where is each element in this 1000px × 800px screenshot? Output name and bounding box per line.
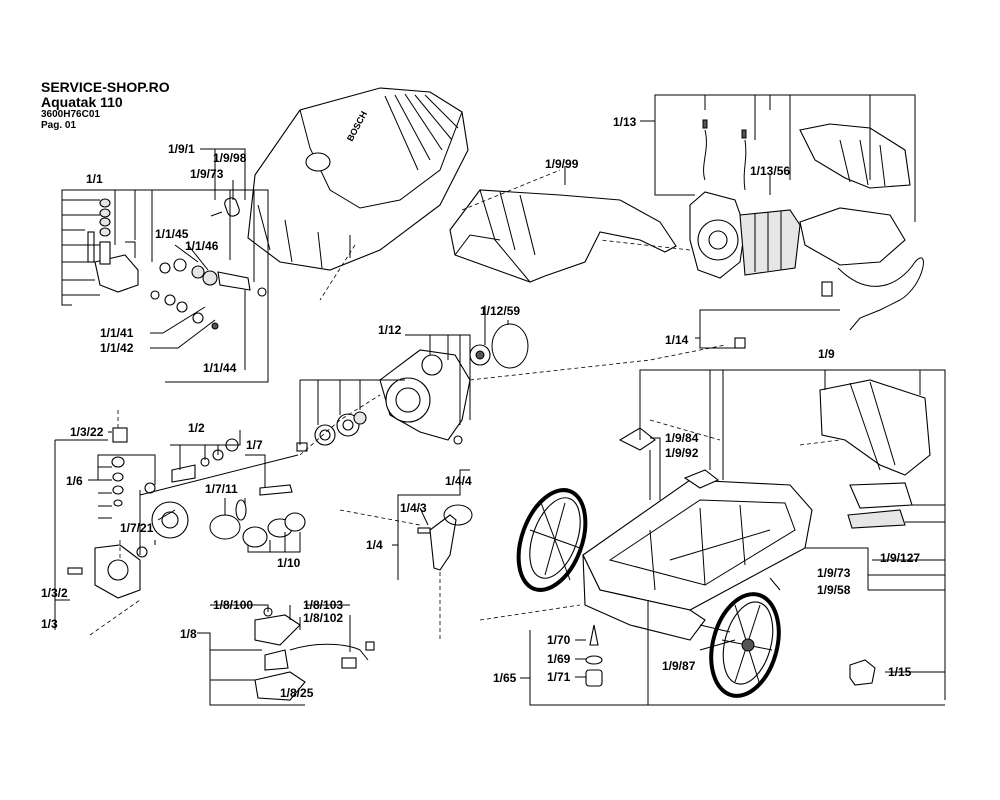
hose-guide [449, 189, 677, 283]
wheel-right [709, 592, 781, 698]
inlet-fittings [585, 624, 603, 687]
label-1-8-25: 1/8/25 [280, 686, 314, 700]
leader-lines [54, 94, 946, 706]
chassis [582, 337, 931, 641]
pump-head [296, 323, 529, 452]
label-1-9-98: 1/9/98 [213, 151, 247, 165]
valve-group [87, 198, 267, 330]
label-1-1-41: 1/1/41 [100, 326, 134, 340]
label-1-9-73-top: 1/9/73 [190, 167, 224, 181]
label-1-10: 1/10 [277, 556, 301, 570]
switch-group [254, 607, 375, 701]
header-model: Aquatak 110 [41, 94, 123, 110]
label-1-3-22: 1/3/22 [70, 425, 104, 439]
label-1-4-3: 1/4/3 [400, 501, 427, 515]
label-1-15: 1/15 [888, 665, 912, 679]
label-1-1-45: 1/1/45 [155, 227, 189, 241]
label-1-9-87: 1/9/87 [662, 659, 696, 673]
wheel-left [516, 488, 588, 592]
label-1-9-73-bottom: 1/9/73 [817, 566, 851, 580]
label-1-1-46: 1/1/46 [185, 239, 219, 253]
label-1-69: 1/69 [547, 652, 571, 666]
header-page: Pag. 01 [41, 120, 77, 131]
spray-lance [417, 504, 473, 571]
label-1-9-84: 1/9/84 [665, 431, 699, 445]
label-1-12-59: 1/12/59 [480, 304, 520, 318]
label-1-13: 1/13 [613, 115, 637, 129]
label-1-7: 1/7 [246, 438, 263, 452]
label-1-8-100: 1/8/100 [213, 598, 253, 612]
label-1-3: 1/3 [41, 617, 58, 631]
label-1-9-1: 1/9/1 [168, 142, 195, 156]
label-1-12: 1/12 [378, 323, 402, 337]
label-1-2: 1/2 [188, 421, 205, 435]
label-1-4-4: 1/4/4 [445, 474, 472, 488]
label-1-7-11: 1/7/11 [205, 482, 238, 496]
header-shop: SERVICE-SHOP.RO [41, 79, 170, 95]
cylinder-group [67, 427, 306, 599]
label-1-71: 1/71 [547, 670, 571, 684]
label-1-3-2: 1/3/2 [41, 586, 68, 600]
label-1-1-42: 1/1/42 [100, 341, 134, 355]
label-1-7-21: 1/7/21 [120, 521, 154, 535]
top-cover: BOSCH [247, 87, 469, 271]
label-1-1-44: 1/1/44 [203, 361, 237, 375]
label-1-8-102: 1/8/102 [303, 611, 343, 625]
assembly-lines [89, 169, 841, 640]
cover-knob [224, 197, 240, 217]
label-1-8: 1/8 [180, 627, 197, 641]
label-1-1: 1/1 [86, 172, 103, 186]
motor-assembly [689, 119, 924, 331]
label-1-9-99: 1/9/99 [545, 157, 579, 171]
label-1-8-103: 1/8/103 [303, 598, 343, 612]
axle [699, 624, 731, 633]
label-1-14: 1/14 [665, 333, 689, 347]
label-1-6: 1/6 [66, 474, 83, 488]
label-1-13-56: 1/13/56 [750, 164, 790, 178]
callout-labels: 1/9/1 1/9/98 1/9/73 1/9/99 1/13 1/13/56 … [41, 115, 920, 700]
label-1-65: 1/65 [493, 671, 517, 685]
label-1-9-58: 1/9/58 [817, 583, 851, 597]
screw-1-9-73 [210, 211, 223, 217]
label-1-70: 1/70 [547, 633, 571, 647]
label-1-9-92: 1/9/92 [665, 446, 699, 460]
header-code: 3600H76C01 [41, 109, 100, 120]
label-1-9: 1/9 [818, 347, 835, 361]
label-1-4: 1/4 [366, 538, 383, 552]
switch-1-15 [849, 659, 876, 686]
label-1-9-127: 1/9/127 [880, 551, 920, 565]
